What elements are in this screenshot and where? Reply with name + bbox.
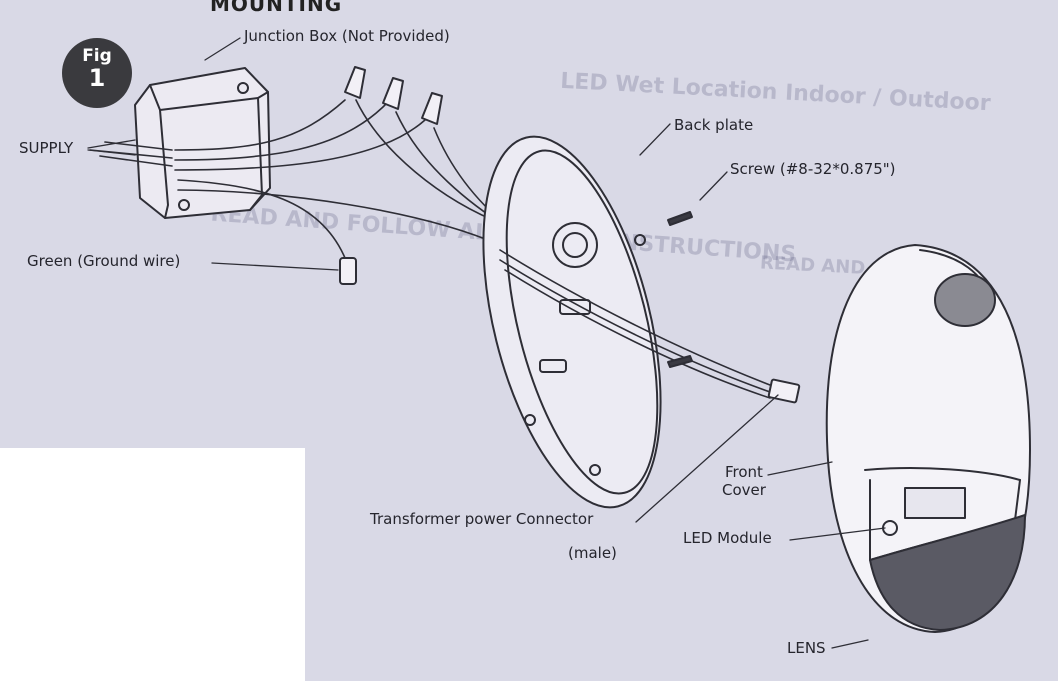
label-supply: SUPPLY [19, 139, 74, 157]
label-front-cover-line2: Cover [722, 481, 766, 499]
section-title: MOUNTING [210, 0, 343, 16]
figure-number: 1 [88, 64, 106, 92]
label-transformer-line2: (male) [568, 544, 617, 562]
wire-nuts [344, 66, 443, 125]
label-lens: LENS [787, 639, 826, 657]
junction-box [134, 67, 271, 219]
figure-word: Fig [82, 46, 112, 66]
label-junction-box: Junction Box (Not Provided) [244, 27, 450, 45]
label-led-module: LED Module [683, 529, 772, 547]
label-back-plate: Back plate [674, 116, 754, 134]
figure-badge: Fig 1 [62, 38, 132, 108]
ground-connector [339, 257, 357, 285]
screws [667, 211, 693, 368]
blank-area [0, 448, 305, 681]
lens [869, 514, 1026, 631]
label-front-cover: Front Cover [722, 463, 766, 499]
back-plate [482, 135, 662, 509]
label-front-cover-line1: Front [724, 463, 763, 481]
leader-lines [87, 37, 886, 649]
label-ground-wire: Green (Ground wire) [27, 252, 181, 270]
connector-wires [499, 249, 771, 399]
label-transformer-line1: Transformer power Connector [370, 510, 594, 528]
label-screw: Screw (#8-32*0.875") [730, 160, 896, 178]
